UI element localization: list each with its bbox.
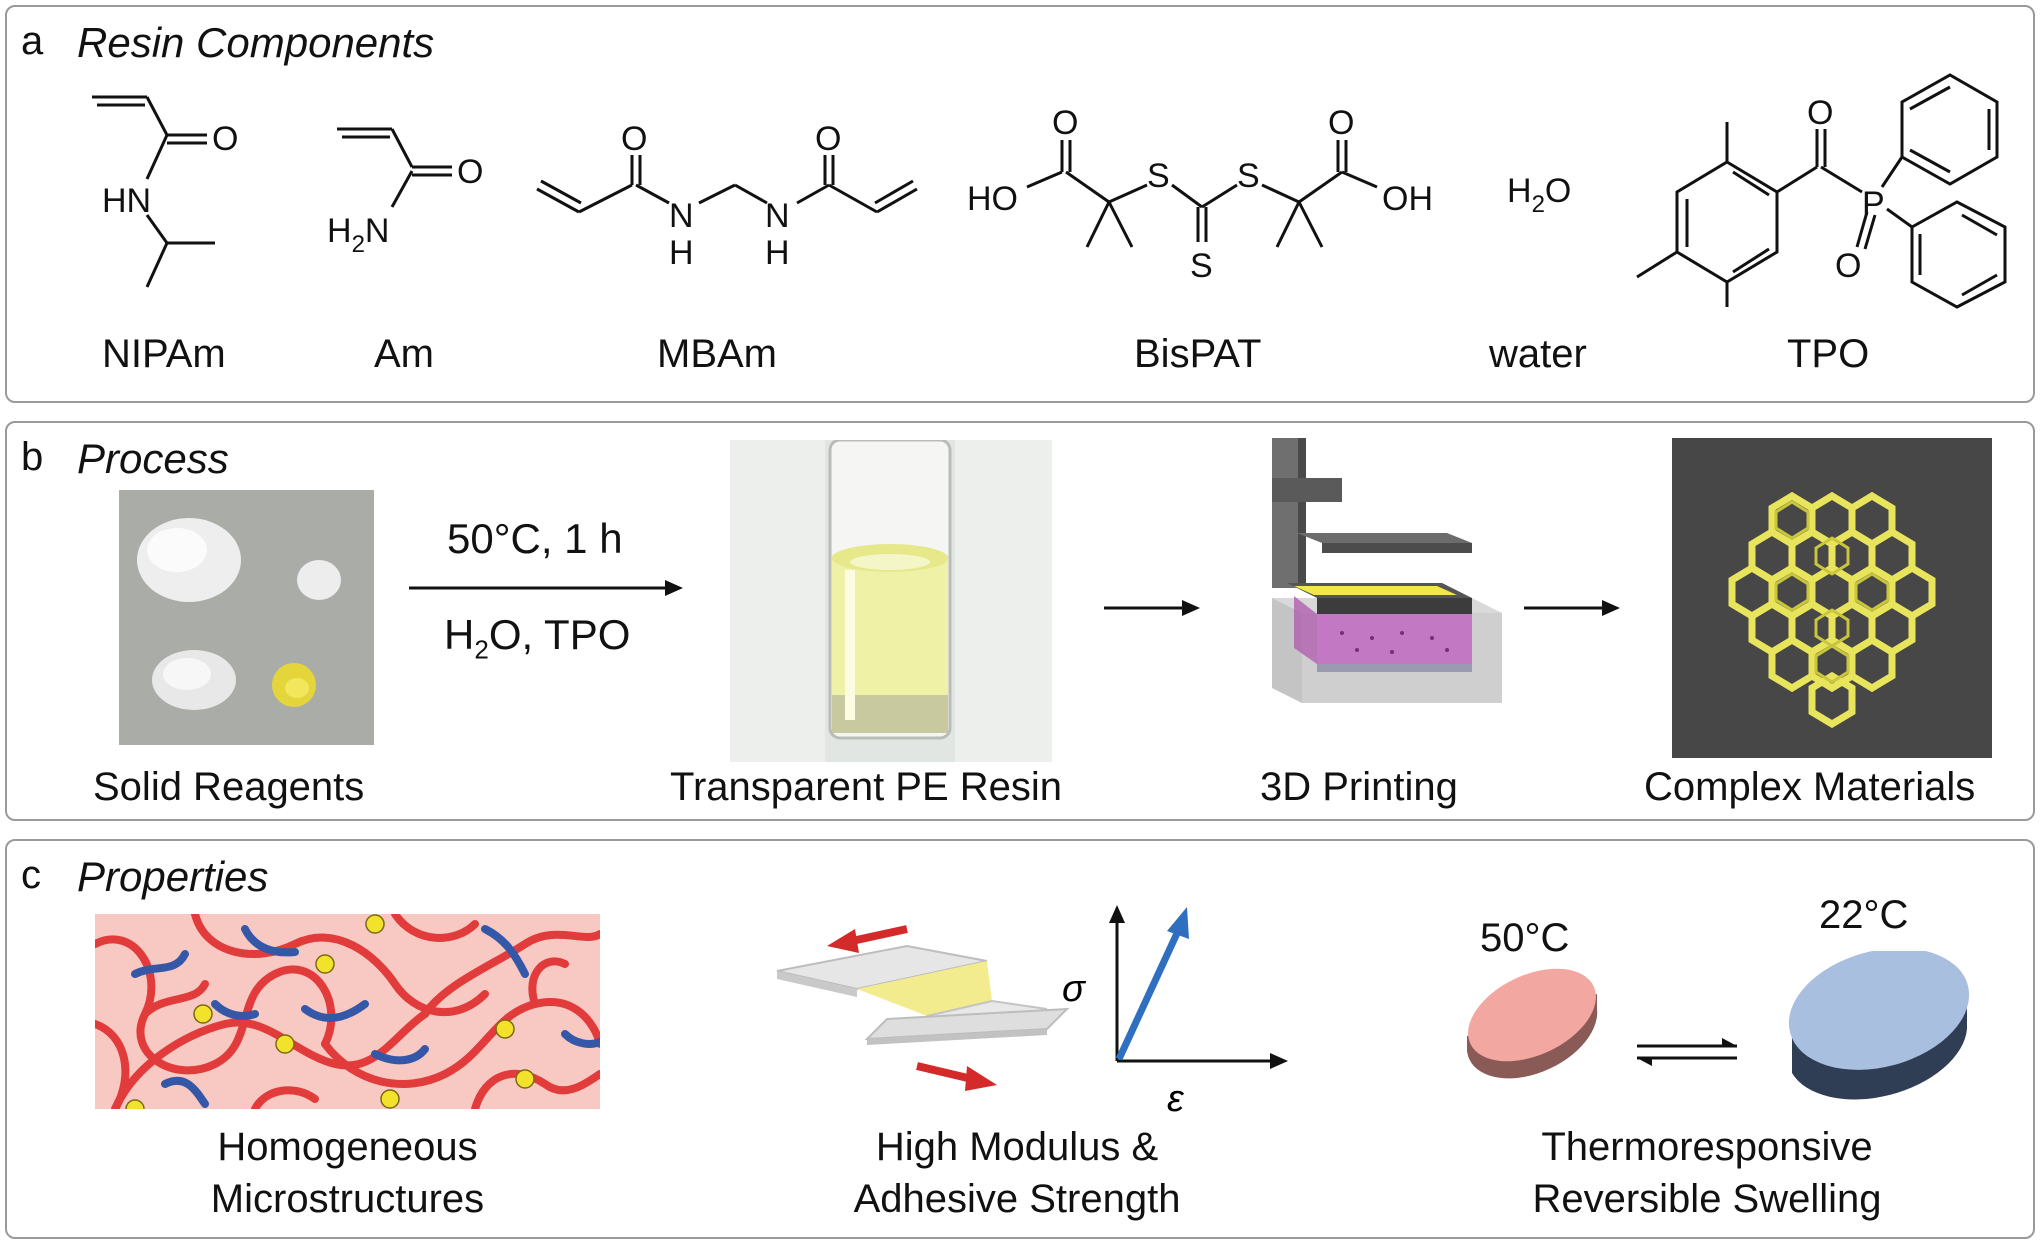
polymer-network-illustration (95, 914, 600, 1109)
atom-label: H (669, 234, 694, 272)
atom-subscript: 2 (1532, 191, 1545, 218)
resin-vial-photo (730, 440, 1052, 762)
property-caption: Thermoresponsive Reversible Swelling (1457, 1121, 1957, 1225)
panel-properties: c Properties (5, 839, 2035, 1239)
atom-label: O (457, 153, 483, 191)
reaction-arrow (407, 573, 687, 603)
molecule-bispat: O O HO OH S S S (967, 104, 1433, 285)
atom-label: H (1507, 172, 1532, 210)
process-arrow (1522, 593, 1622, 623)
component-name: TPO (1787, 332, 1869, 377)
atom-subscript: 2 (352, 231, 365, 258)
atom-label: O (212, 120, 238, 158)
panel-title: Properties (77, 853, 268, 901)
atom-label: O (621, 120, 647, 158)
axis-label-stress: σ (1062, 968, 1087, 1010)
water-formula: H2O (1507, 172, 1571, 218)
atom-label: HO (967, 180, 1018, 218)
caption-line: Reversible Swelling (1457, 1173, 1957, 1225)
atom-label: O (1807, 94, 1833, 132)
molecule-structures: O HN O H2N (7, 7, 2037, 405)
shrunk-disk (1453, 951, 1610, 1080)
caption-line: High Modulus & (807, 1121, 1227, 1173)
component-name: Am (374, 332, 434, 377)
solid-reagents-photo (119, 490, 374, 745)
3d-printer-illustration (1232, 438, 1512, 758)
step-caption: Complex Materials (1644, 765, 1975, 810)
molecule-mbam: O O N H N H (537, 120, 917, 272)
step-caption: Transparent PE Resin (670, 765, 1062, 810)
atom-label: O (1328, 104, 1354, 142)
atom-label: O (1545, 172, 1571, 210)
reaction-reagents: H2O, TPO (444, 611, 630, 665)
molecule-water: H2O (1507, 172, 1571, 218)
atom-label: H (765, 234, 790, 272)
component-name: MBAm (657, 332, 777, 377)
molecule-tpo: O P O (1637, 75, 2005, 307)
process-arrow (1102, 593, 1202, 623)
caption-line: Adhesive Strength (807, 1173, 1227, 1225)
atom-label: H (327, 212, 352, 250)
atom-label: S (1147, 157, 1170, 195)
molecule-am: O H2N (327, 129, 483, 258)
atom-label: S (1237, 157, 1260, 195)
panel-process: b Process Solid Reagents 50°C, 1 h H2O, … (5, 421, 2035, 821)
caption-line: Microstructures (120, 1173, 575, 1225)
atom-label-h2n: H2N (327, 212, 389, 258)
component-name: NIPAm (102, 332, 226, 377)
step-caption: 3D Printing (1260, 765, 1458, 810)
temperature-cold-label: 22°C (1819, 893, 1908, 938)
panel-title: Process (77, 435, 229, 483)
property-caption: High Modulus & Adhesive Strength (807, 1121, 1227, 1225)
atom-label: O (815, 120, 841, 158)
panel-resin-components: a Resin Components O HN O H2N (5, 5, 2035, 403)
atom-label: HN (102, 182, 151, 220)
reagent-piles (119, 490, 374, 745)
atom-label: P (1862, 185, 1885, 223)
lattice-drawing (1672, 438, 1992, 758)
axis-label-strain: ε (1167, 1078, 1185, 1120)
atom-label: N (669, 197, 694, 235)
reaction-temperature-time: 50°C, 1 h (447, 515, 623, 563)
caption-line: Homogeneous (120, 1121, 575, 1173)
reagent-h: H (444, 611, 474, 658)
atom-label: S (1190, 247, 1213, 285)
step-caption: Solid Reagents (93, 765, 364, 810)
component-name: water (1489, 332, 1587, 377)
reagent-rest: O, TPO (489, 611, 631, 658)
modulus-adhesion-illustration: σ ε (767, 901, 1327, 1121)
panel-letter: c (21, 853, 41, 898)
atom-label: N (365, 212, 390, 250)
panel-letter: b (21, 435, 43, 480)
molecule-nipam: O HN (92, 97, 238, 287)
vial-drawing (730, 440, 1052, 762)
reagent-subscript: 2 (474, 634, 488, 664)
swollen-disk (1775, 951, 1983, 1099)
component-name: BisPAT (1134, 332, 1261, 377)
atom-label: O (1052, 104, 1078, 142)
atom-label: O (1835, 247, 1861, 285)
complex-materials-render (1672, 438, 1992, 758)
caption-line: Thermoresponsive (1457, 1121, 1957, 1173)
property-caption: Homogeneous Microstructures (120, 1121, 575, 1225)
atom-label: OH (1382, 180, 1433, 218)
atom-label: N (765, 197, 790, 235)
